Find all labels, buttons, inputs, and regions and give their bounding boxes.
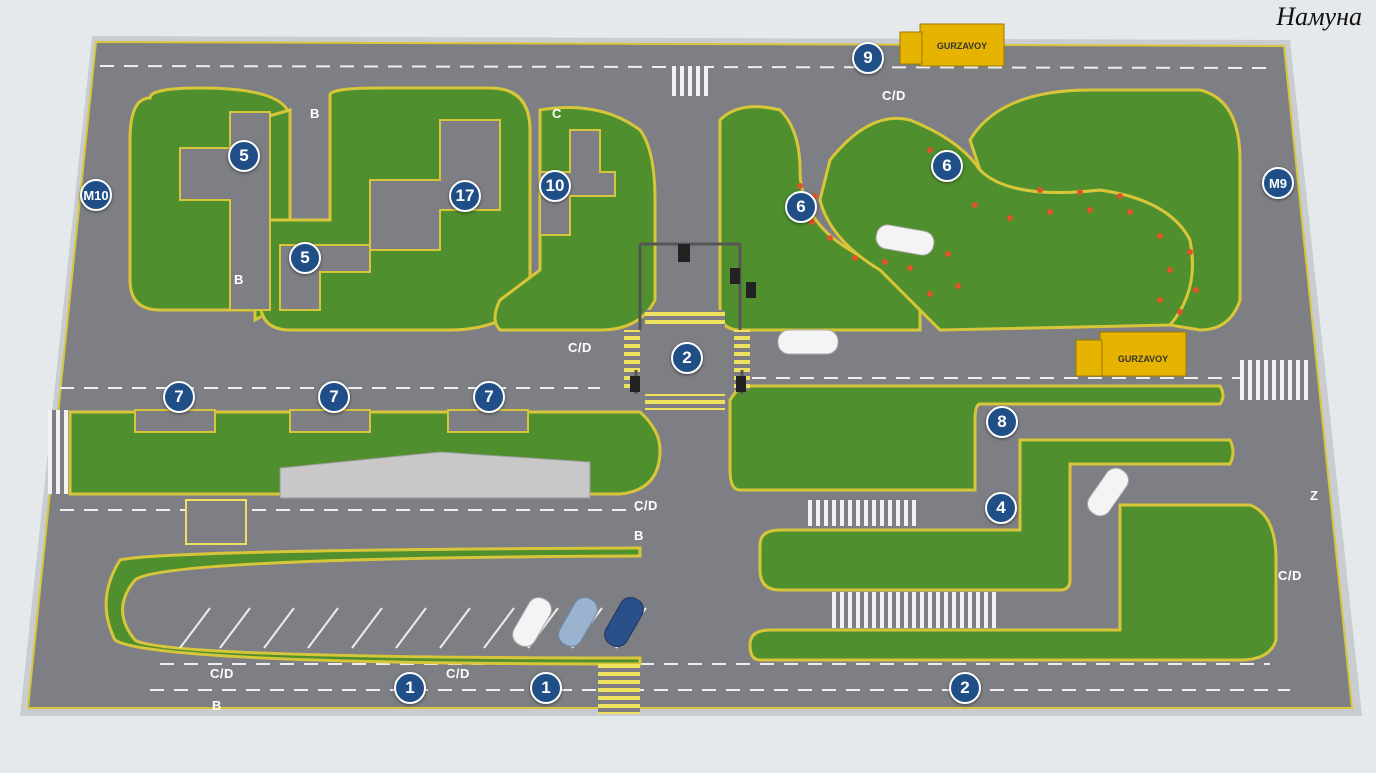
truck-right: GURZAVOY [1075,331,1187,377]
road-label-cd-lane: C/D [446,666,470,681]
road-label-b-bottom: B [212,698,222,713]
station-marker-1-right[interactable]: 1 [530,672,562,704]
pedestrian-crossings [48,66,1310,714]
road-label-b-left: B [234,272,244,287]
road-label-b-mid: B [634,528,644,543]
station-marker-17[interactable]: 17 [449,180,481,212]
traffic-lights [630,244,756,392]
traffic-cones [797,147,1199,315]
station-marker-m9[interactable]: M9 [1262,167,1294,199]
road-label-c: C [552,106,562,121]
station-marker-4[interactable]: 4 [985,492,1017,524]
brand-title: Намуна [1276,2,1362,31]
cars [512,224,1129,647]
road-label-cd-mid: C/D [634,498,658,513]
station-marker-5-bottom[interactable]: 5 [289,242,321,274]
road-label-cd-top: C/D [882,88,906,103]
station-marker-6-right[interactable]: 6 [931,150,963,182]
station-marker-9[interactable]: 9 [852,42,884,74]
station-marker-10[interactable]: 10 [539,170,571,202]
station-marker-7-left[interactable]: 7 [163,381,195,413]
station-marker-2-bottom[interactable]: 2 [949,672,981,704]
truck-top: GURZAVOY [899,23,1005,67]
road-label-b-top: B [310,106,320,121]
station-marker-5-top[interactable]: 5 [228,140,260,172]
truck-top-text: GURZAVOY [937,41,987,51]
station-marker-7-right[interactable]: 7 [473,381,505,413]
road-label-cd-center: C/D [568,340,592,355]
station-marker-7-middle[interactable]: 7 [318,381,350,413]
ramp [279,451,591,499]
station-marker-6-left[interactable]: 6 [785,191,817,223]
station-marker-8[interactable]: 8 [986,406,1018,438]
road-label-z: Z [1310,488,1319,503]
road-label-cd-right: C/D [1278,568,1302,583]
station-marker-1-left[interactable]: 1 [394,672,426,704]
road-label-cd-bottom: C/D [210,666,234,681]
truck-right-text: GURZAVOY [1118,354,1168,364]
station-marker-2-center[interactable]: 2 [671,342,703,374]
station-marker-m10[interactable]: M10 [80,179,112,211]
